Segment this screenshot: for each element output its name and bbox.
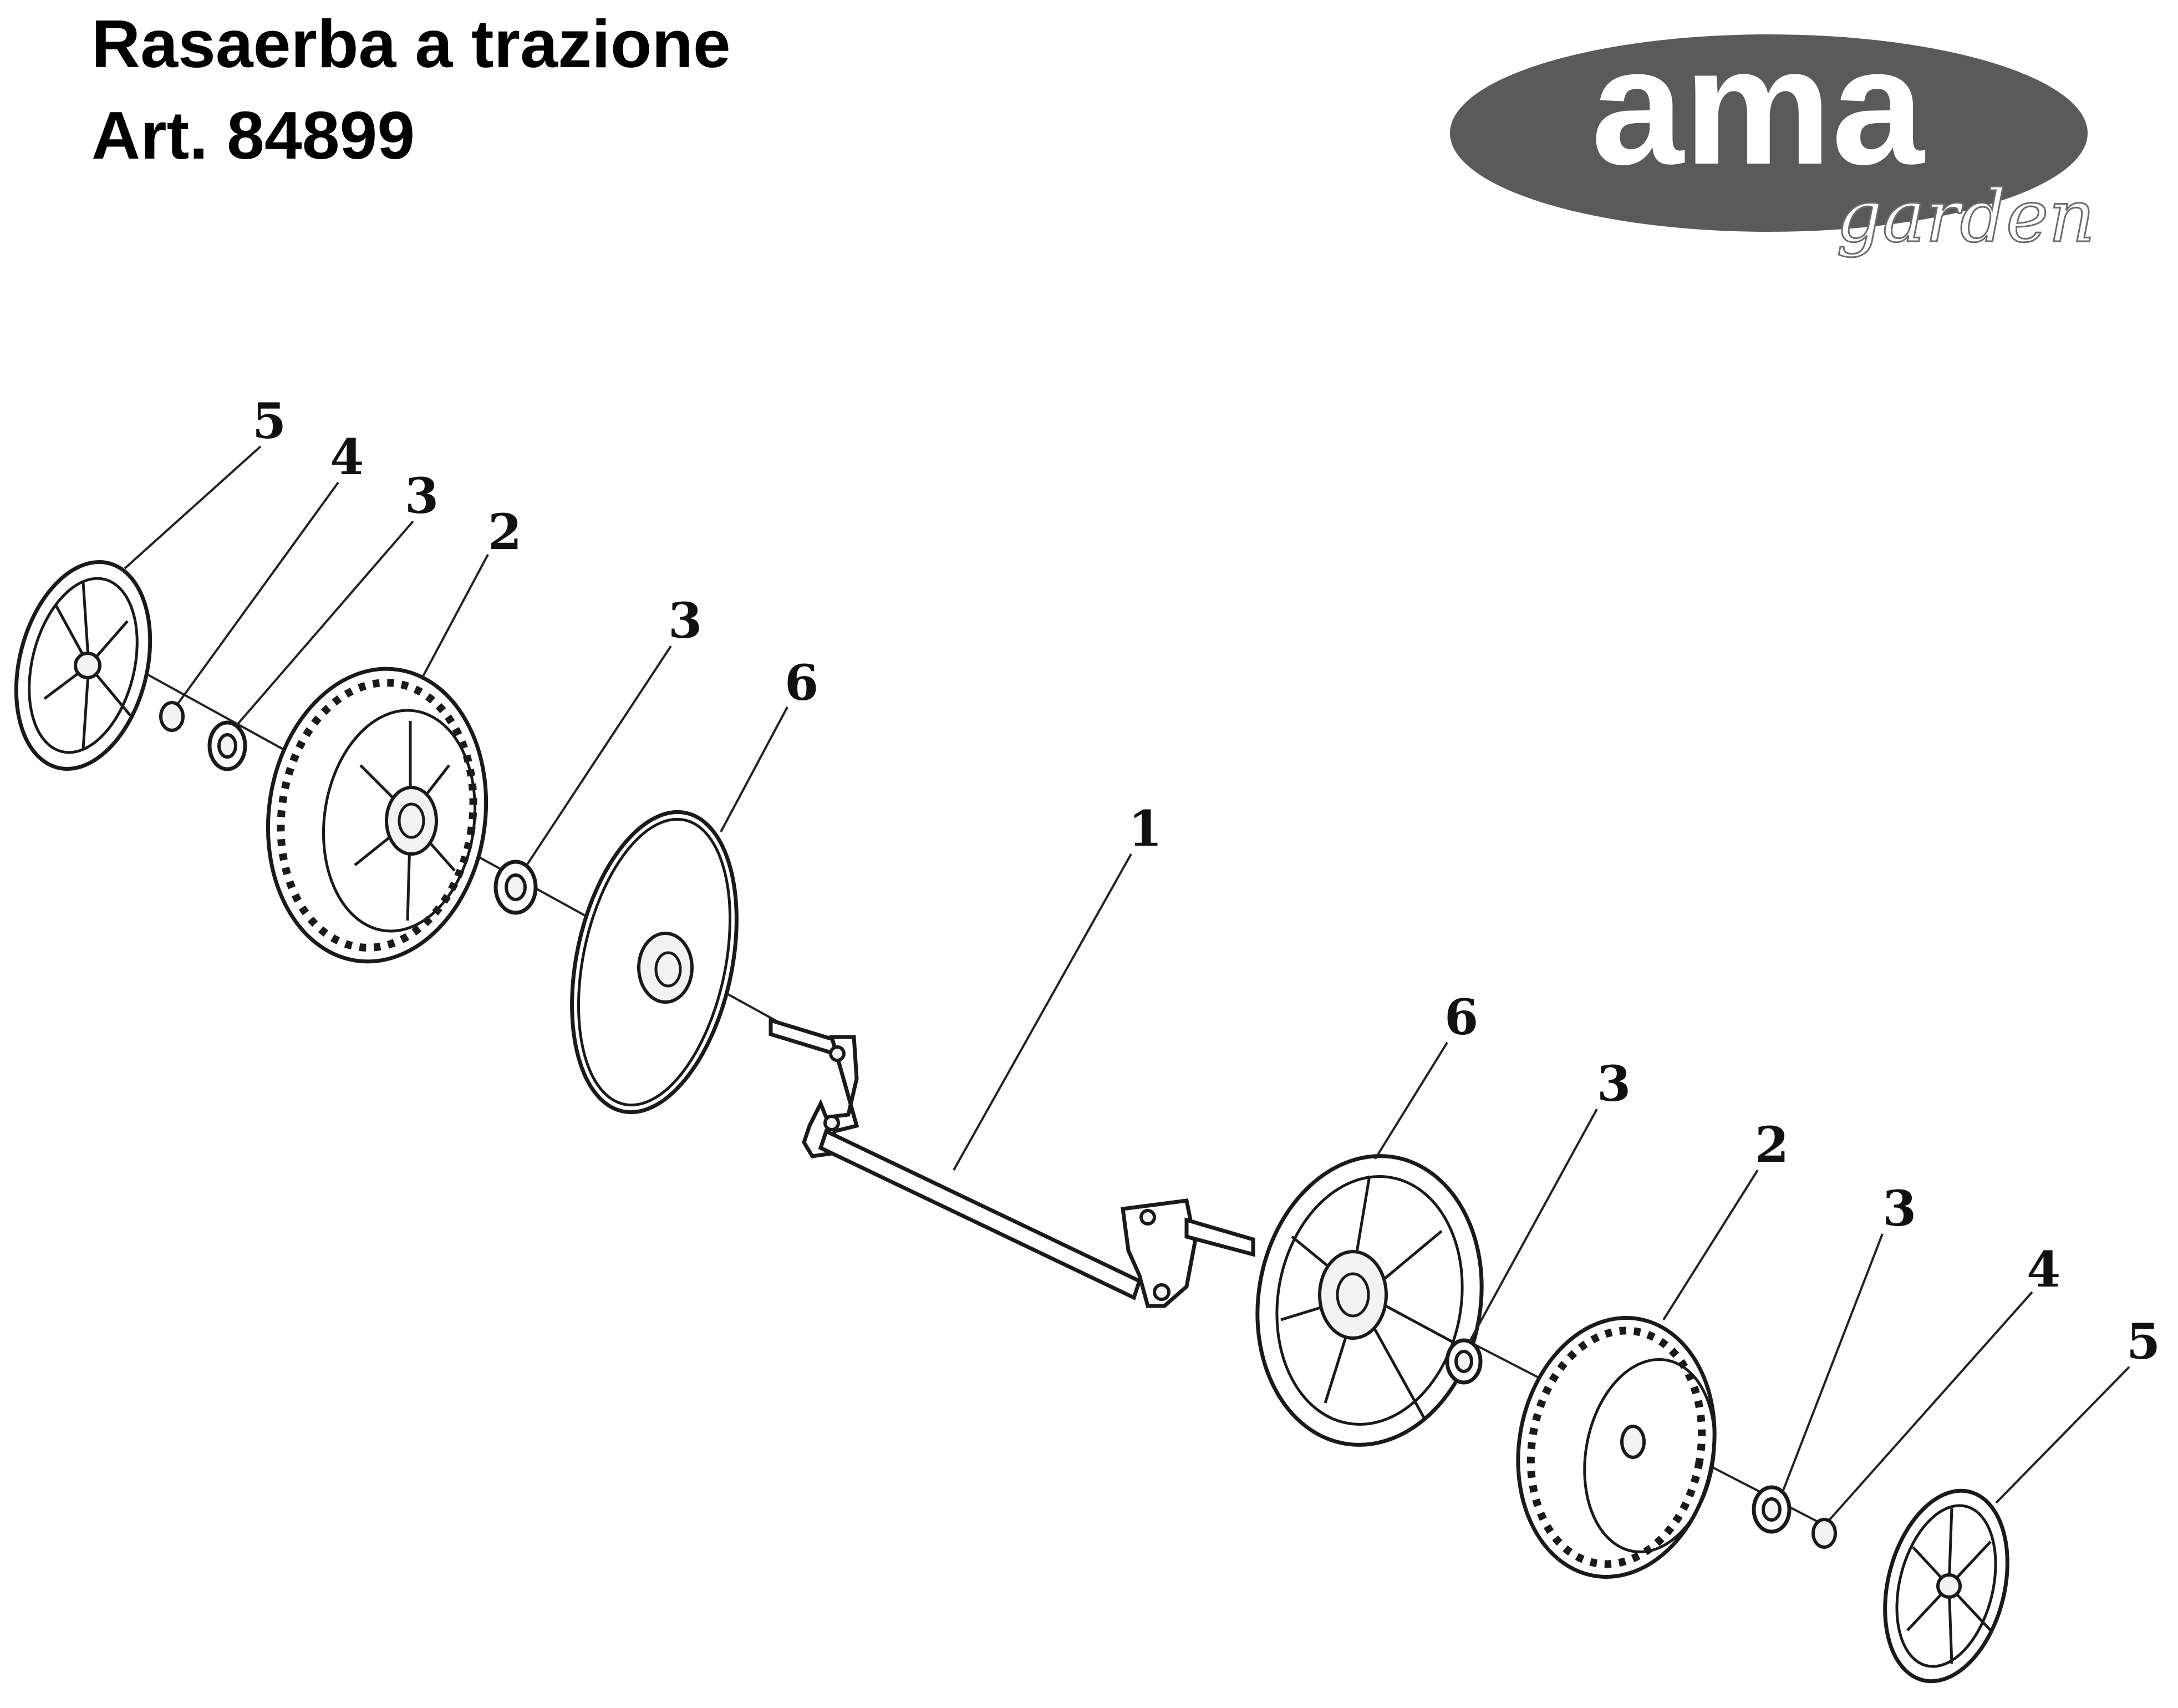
callout-6-right: 6 [1444, 988, 1478, 1046]
callout-3-left-outer: 3 [405, 467, 439, 525]
callout-3-right-inner: 3 [1597, 1055, 1631, 1112]
document-title: Rasaerba a trazione [91, 6, 731, 82]
callout-2-left: 2 [488, 503, 522, 561]
bearing-left-outer [207, 720, 247, 771]
ama-garden-logo: ama garden [1450, 22, 2096, 260]
axle [769, 1018, 1255, 1308]
callout-1: 1 [1128, 800, 1162, 857]
nut-left [159, 701, 185, 732]
logo-sub-text: garden [1836, 174, 2095, 258]
callout-4-left: 4 [330, 428, 364, 486]
leader-lines [124, 445, 2130, 1521]
logo-oval [1450, 34, 2088, 232]
callout-6-left: 6 [785, 654, 818, 711]
article-number: Art. 84899 [91, 98, 415, 173]
bearing-right-inner [1445, 1338, 1483, 1385]
wheel-left [266, 667, 488, 964]
callout-3-left-inner: 3 [668, 592, 702, 649]
hub-cap-left [14, 560, 152, 771]
hub-cap-right [1883, 1488, 2009, 1684]
bearing-right-outer [1752, 1485, 1792, 1534]
bearing-left-inner [493, 860, 538, 915]
callout-labels: 5 4 3 2 3 6 1 6 3 2 3 4 5 [252, 392, 2160, 1370]
callout-4-right: 4 [2027, 1241, 2060, 1298]
callout-5-right: 5 [2126, 1313, 2160, 1370]
callout-3-right-outer: 3 [1882, 1180, 1916, 1237]
callout-5-left: 5 [252, 392, 286, 450]
wheel-right [1516, 1316, 1717, 1579]
logo-main-text: ama [1591, 22, 1925, 199]
cover-disc-left [570, 810, 739, 1115]
callout-2-right: 2 [1755, 1116, 1789, 1173]
cover-disc-right [1255, 1154, 1484, 1447]
nut-right [1811, 1518, 1837, 1549]
